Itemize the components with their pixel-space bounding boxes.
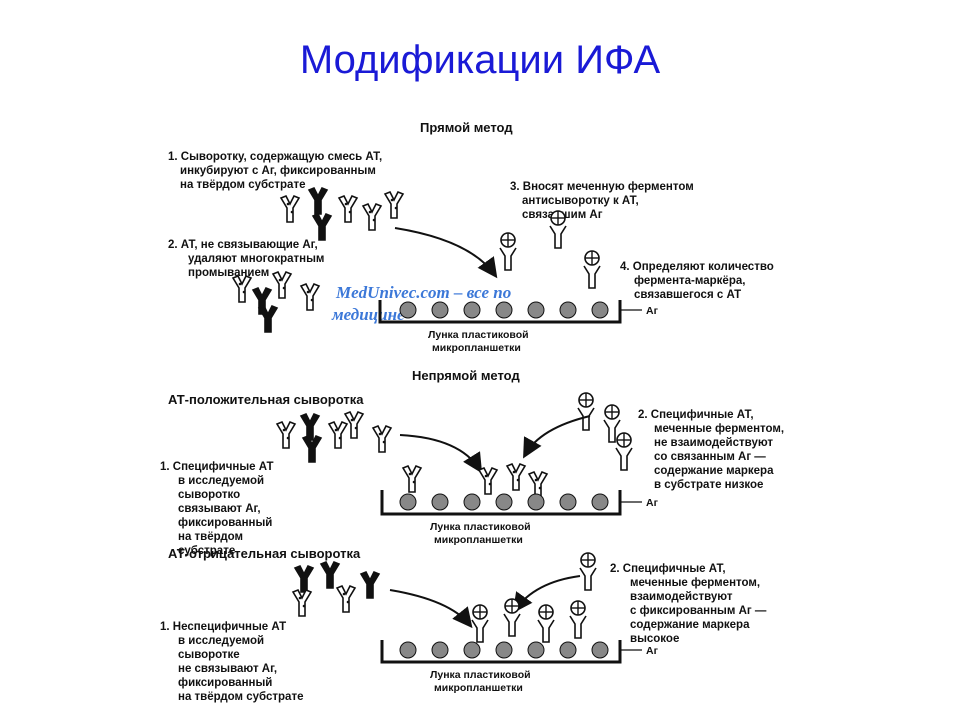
negative-heading: АТ-отрицательная сыворотка xyxy=(168,546,361,561)
negative-bound-labeled-antibodies xyxy=(471,598,587,643)
direct-step3: 3. Вносят меченную ферментом антисыворот… xyxy=(510,181,697,221)
svg-text:медицине: медицине xyxy=(331,305,405,324)
negative-well xyxy=(380,640,622,664)
direct-step4: 4. Определяют количество фермента-маркёр… xyxy=(620,261,777,301)
positive-labeled-antibodies xyxy=(577,392,633,471)
positive-arrow-1 xyxy=(399,434,483,474)
indirect-heading: Непрямой метод xyxy=(412,368,520,383)
positive-heading: АТ-положительная сыворотка xyxy=(168,392,364,407)
direct-labeled-antibodies xyxy=(499,210,601,289)
positive-antibody-mix xyxy=(276,411,392,463)
slide-title: Модификации ИФА xyxy=(299,38,661,82)
positive-ag-label: Аг xyxy=(646,497,659,509)
negative-step2: 2. Специфичные АТ, меченные ферментом, в… xyxy=(610,563,770,645)
direct-well-label: Лунка пластиковой микропланшетки xyxy=(428,329,532,354)
direct-method-section: Прямой метод 1. Сыворотку, содержащую см… xyxy=(168,120,777,354)
negative-step1: 1. Неспецифичные АТ в исследуемой сыворо… xyxy=(160,621,303,703)
positive-well-label: Лунка пластиковой микропланшетки xyxy=(430,521,534,546)
negative-antibody-mix xyxy=(292,561,380,617)
positive-serum-block: АТ-положительная сыворотка 1. Специфичны… xyxy=(160,392,787,557)
direct-step1: 1. Сыворотку, содержащую смесь АТ, инкуб… xyxy=(168,151,385,191)
direct-removed-antibodies xyxy=(232,271,320,333)
elisa-diagram: Прямой метод 1. Сыворотку, содержащую см… xyxy=(150,110,870,710)
negative-labeled-antibodies-free xyxy=(579,552,597,591)
indirect-method-section: Непрямой метод АТ-положительная сыворотк… xyxy=(160,368,787,703)
negative-serum-block: АТ-отрицательная сыворотка 1. Неспецифич… xyxy=(160,546,770,703)
positive-arrow-2 xyxy=(523,415,591,459)
direct-antibody-mix xyxy=(280,187,404,241)
direct-ag-label: Аг xyxy=(646,305,659,317)
negative-arrow-1 xyxy=(389,589,473,629)
direct-watermark: MedUnivec.com – все по медицине xyxy=(331,283,511,324)
positive-step2: 2. Специфичные АТ, меченные ферментом, н… xyxy=(638,409,787,491)
positive-well xyxy=(380,490,622,516)
direct-arrow xyxy=(394,227,498,279)
negative-well-label: Лунка пластиковой микропланшетки xyxy=(430,669,534,694)
negative-ag-label: Аг xyxy=(646,645,659,657)
direct-well xyxy=(378,300,622,324)
elisa-diagram-svg: Прямой метод 1. Сыворотку, содержащую см… xyxy=(160,120,787,703)
positive-bound-antibodies xyxy=(402,463,548,499)
direct-step2: 2. АТ, не связывающие Аг, удаляют многок… xyxy=(168,239,328,279)
svg-text:MedUnivec.com – все по: MedUnivec.com – все по xyxy=(335,283,511,302)
positive-step1: 1. Специфичные АТ в исследуемой сыворотк… xyxy=(160,461,277,557)
direct-heading: Прямой метод xyxy=(420,120,513,135)
